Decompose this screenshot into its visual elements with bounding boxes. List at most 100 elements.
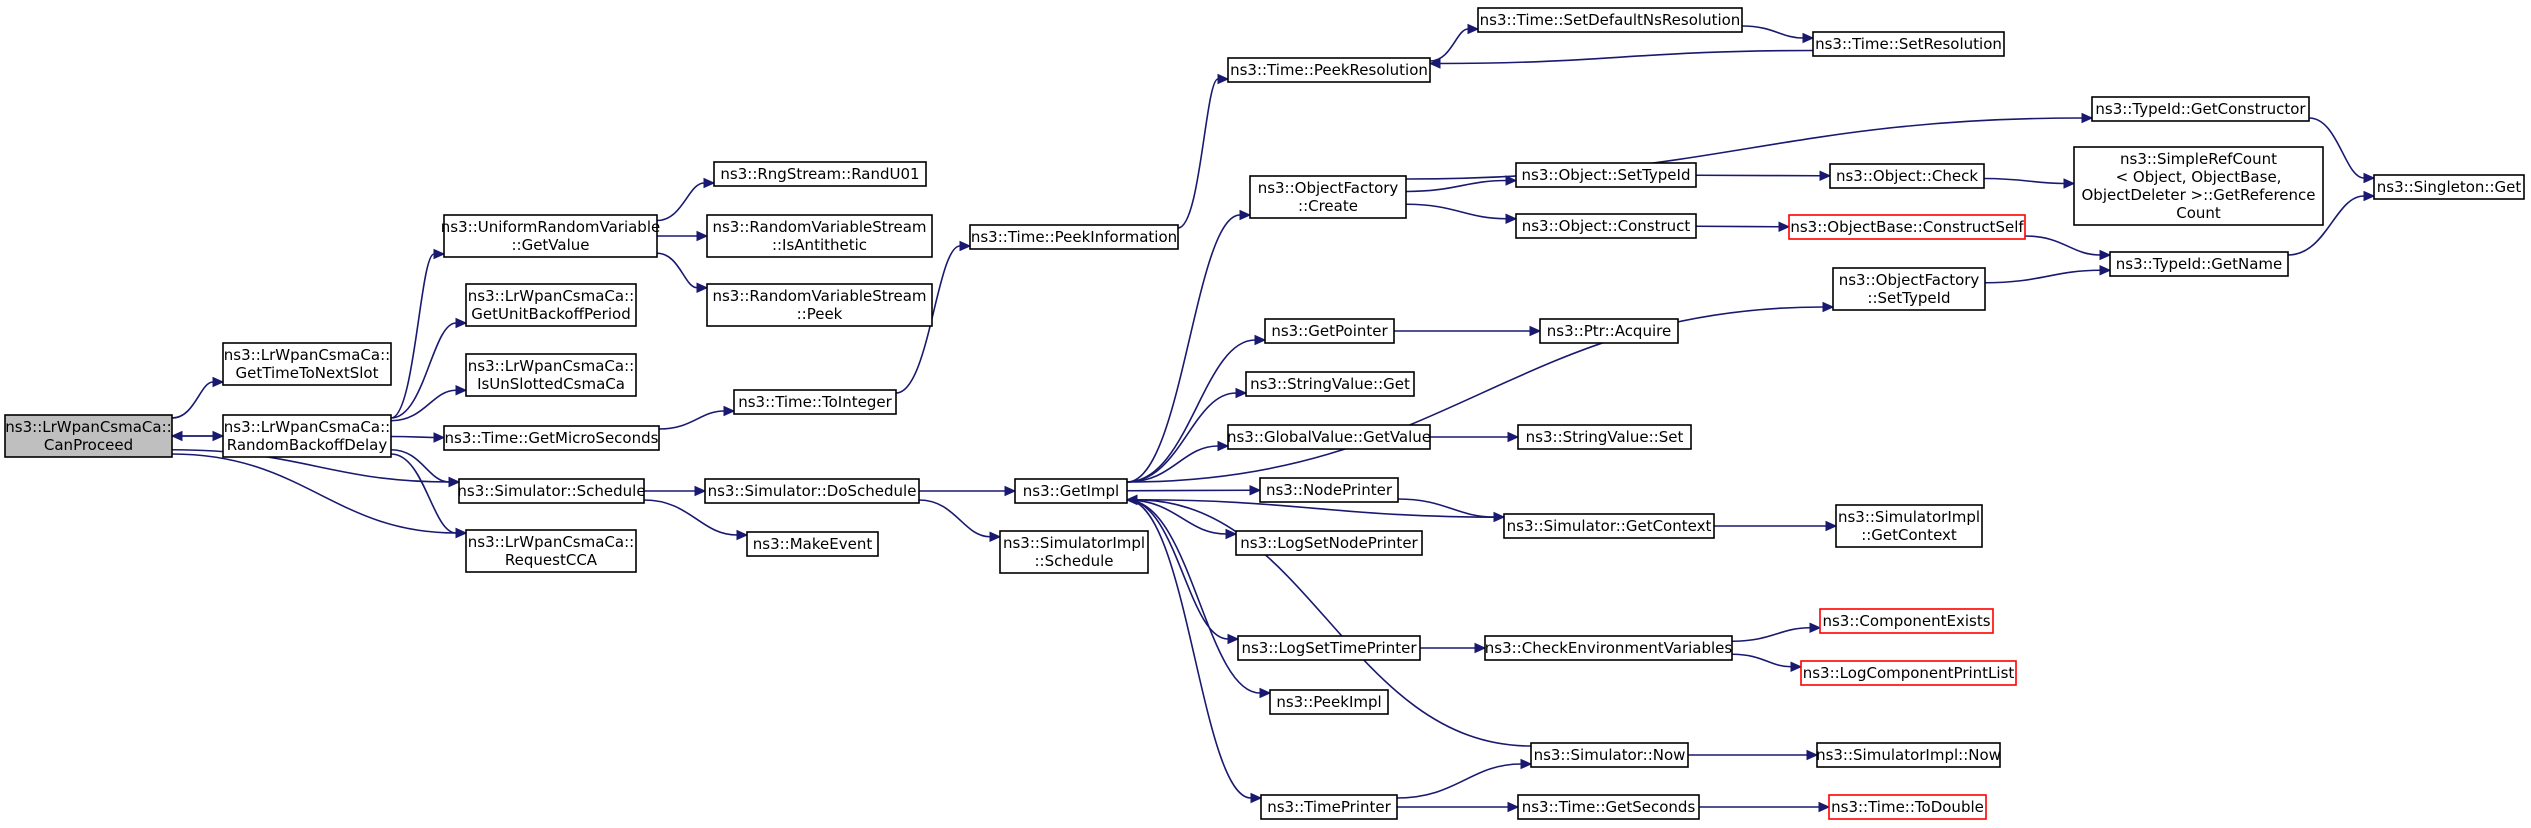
- edge-arrowhead: [2063, 178, 2076, 189]
- edge-line: [918, 499, 991, 538]
- node-timeprinter[interactable]: ns3::TimePrinter: [1260, 794, 1398, 820]
- node-logsettimeprinter[interactable]: ns3::LogSetTimePrinter: [1237, 635, 1421, 661]
- edge-line: [1695, 174, 1821, 177]
- node-label: ns3::Object::SetTypeId: [1522, 166, 1691, 184]
- node-uniform_getvalue[interactable]: ns3::UniformRandomVariable::GetValue: [441, 214, 660, 258]
- node-of_create[interactable]: ns3::ObjectFactory::Create: [1249, 175, 1407, 219]
- edge-arrowhead: [1809, 622, 1822, 634]
- node-getconstructor[interactable]: ns3::TypeId::GetConstructor: [2091, 96, 2310, 122]
- node-getreferencecount[interactable]: ns3::SimpleRefCount< Object, ObjectBase,…: [2073, 146, 2324, 226]
- node-logsetnodeprinter[interactable]: ns3::LogSetNodePrinter: [1235, 530, 1423, 556]
- node-simimpl_schedule[interactable]: ns3::SimulatorImpl::Schedule: [999, 530, 1149, 574]
- edge-line: [1126, 489, 1251, 492]
- node-check[interactable]: ns3::Object::Check: [1829, 163, 1985, 189]
- edge-arrowhead: [1507, 431, 1520, 443]
- edge-arrowhead: [1259, 687, 1272, 699]
- node-peekimpl[interactable]: ns3::PeekImpl: [1269, 689, 1389, 715]
- node-construct[interactable]: ns3::Object::Construct: [1515, 213, 1697, 239]
- node-label: ::GetValue: [511, 236, 589, 254]
- node-canproceed[interactable]: ns3::LrWpanCsmaCa::CanProceed: [4, 414, 173, 458]
- node-stringvalue_set[interactable]: ns3::StringValue::Set: [1517, 424, 1692, 450]
- node-nodeprinter[interactable]: ns3::NodePrinter: [1259, 477, 1399, 503]
- node-box: [1530, 742, 1689, 768]
- node-doschedule[interactable]: ns3::Simulator::DoSchedule: [704, 478, 920, 504]
- node-componentexists[interactable]: ns3::ComponentExists: [1819, 608, 1994, 634]
- edge-uniform_getvalue-to-isantithetic: [657, 230, 709, 242]
- node-box: [1829, 163, 1985, 189]
- edge-getmicroseconds-to-tointeger: [658, 405, 736, 430]
- node-label: ns3::Time::SetResolution: [1815, 35, 2002, 53]
- node-makeevent[interactable]: ns3::MakeEvent: [746, 531, 879, 557]
- node-constructself[interactable]: ns3::ObjectBase::ConstructSelf: [1788, 214, 2026, 240]
- edge-arrowhead: [1239, 209, 1252, 221]
- node-box: [1264, 318, 1395, 344]
- node-gettimetonextslot[interactable]: ns3::LrWpanCsmaCa::GetTimeToNextSlot: [222, 342, 392, 386]
- node-getcontext[interactable]: ns3::Simulator::GetContext: [1503, 513, 1715, 539]
- node-label: ns3::Simulator::Now: [1534, 746, 1686, 764]
- edge-randombackoffdelay-to-getunitbackoffperiod: [390, 317, 468, 419]
- edge-arrowhead: [1505, 213, 1518, 225]
- node-label: ::Schedule: [1034, 552, 1113, 570]
- node-peekresolution[interactable]: ns3::Time::PeekResolution: [1227, 57, 1431, 83]
- node-of_settypeid[interactable]: ns3::ObjectFactory::SetTypeId: [1832, 267, 1986, 311]
- node-isantithetic[interactable]: ns3::RandomVariableStream::IsAntithetic: [706, 214, 933, 258]
- edge-arrowhead: [1250, 792, 1263, 804]
- edge-arrowhead: [1529, 325, 1542, 337]
- edge-getimpl-to-stringvalue_get: [1126, 387, 1248, 483]
- node-peekinformation[interactable]: ns3::Time::PeekInformation: [969, 224, 1179, 250]
- node-requestcca[interactable]: ns3::LrWpanCsmaCa::RequestCCA: [465, 529, 637, 573]
- node-getunitbackoffperiod[interactable]: ns3::LrWpanCsmaCa::GetUnitBackoffPeriod: [465, 283, 637, 327]
- node-box: [2373, 174, 2525, 200]
- edge-arrowhead: [1227, 633, 1240, 645]
- edge-line: [1695, 225, 1780, 228]
- node-simimpl_getcontext[interactable]: ns3::SimulatorImpl::GetContext: [1835, 504, 1983, 548]
- node-box: [1828, 794, 1987, 820]
- node-setdefaultnsresolution[interactable]: ns3::Time::SetDefaultNsResolution: [1477, 7, 1743, 33]
- node-getseconds[interactable]: ns3::Time::GetSeconds: [1517, 794, 1700, 820]
- edge-line: [1177, 78, 1219, 229]
- node-getpointer[interactable]: ns3::GetPointer: [1264, 318, 1395, 344]
- node-logcomponentprintlist[interactable]: ns3::LogComponentPrintList: [1800, 660, 2017, 686]
- node-getmicroseconds[interactable]: ns3::Time::GetMicroSeconds: [443, 425, 660, 451]
- node-singleton_get[interactable]: ns3::Singleton::Get: [2373, 174, 2525, 200]
- node-ptr_acquire[interactable]: ns3::Ptr::Acquire: [1539, 318, 1679, 344]
- node-randu01[interactable]: ns3::RngStream::RandU01: [713, 161, 927, 187]
- edge-uniform_getvalue-to-peek: [656, 252, 709, 294]
- node-box: [1539, 318, 1679, 344]
- edge-line: [1405, 179, 1507, 193]
- edge-arrowhead: [703, 177, 716, 189]
- node-getimpl[interactable]: ns3::GetImpl: [1014, 478, 1128, 504]
- edge-getconstructor-to-singleton_get: [2308, 117, 2376, 184]
- node-label: ns3::UniformRandomVariable: [441, 218, 660, 236]
- node-setresolution[interactable]: ns3::Time::SetResolution: [1812, 31, 2005, 57]
- edge-timeprinter-to-simulator_now: [1396, 758, 1533, 799]
- node-box: [1235, 530, 1423, 556]
- node-tointeger[interactable]: ns3::Time::ToInteger: [733, 389, 897, 415]
- edge-arrowhead: [2081, 112, 2094, 124]
- edge-line: [1126, 445, 1219, 483]
- node-checkenv[interactable]: ns3::CheckEnvironmentVariables: [1484, 635, 1733, 661]
- edge-line: [643, 499, 738, 536]
- node-simulator_schedule[interactable]: ns3::Simulator::Schedule: [457, 478, 646, 504]
- edge-randombackoffdelay-to-simulator_schedule: [390, 448, 461, 488]
- node-box: [704, 478, 920, 504]
- node-label: ns3::LrWpanCsmaCa::: [468, 357, 634, 375]
- node-randombackoffdelay[interactable]: ns3::LrWpanCsmaCa::RandomBackoffDelay: [222, 414, 392, 458]
- node-simulator_now[interactable]: ns3::Simulator::Now: [1530, 742, 1689, 768]
- node-label: ns3::NodePrinter: [1266, 481, 1393, 499]
- node-settypeid[interactable]: ns3::Object::SetTypeId: [1515, 162, 1697, 188]
- node-isunslottedcsmaca[interactable]: ns3::LrWpanCsmaCa::IsUnSlottedCsmaCa: [465, 353, 637, 397]
- edge-peekinformation-to-peekresolution: [1177, 73, 1230, 229]
- node-peek[interactable]: ns3::RandomVariableStream::Peek: [706, 283, 933, 327]
- edge-constructself-to-gettypeid_name: [2024, 235, 2112, 261]
- node-globalvalue_getvalue[interactable]: ns3::GlobalValue::GetValue: [1227, 424, 1431, 450]
- node-simimpl_now[interactable]: ns3::SimulatorImpl::Now: [1816, 742, 2001, 768]
- node-todouble[interactable]: ns3::Time::ToDouble: [1828, 794, 1987, 820]
- node-gettypeid_name[interactable]: ns3::TypeId::GetName: [2109, 251, 2289, 277]
- node-box: [713, 161, 927, 187]
- edge-randombackoffdelay-to-getmicroseconds: [390, 432, 446, 443]
- edge-line: [656, 182, 705, 222]
- node-box: [1259, 477, 1399, 503]
- node-label: ns3::Time::PeekInformation: [971, 228, 1177, 246]
- node-stringvalue_get[interactable]: ns3::StringValue::Get: [1245, 371, 1415, 397]
